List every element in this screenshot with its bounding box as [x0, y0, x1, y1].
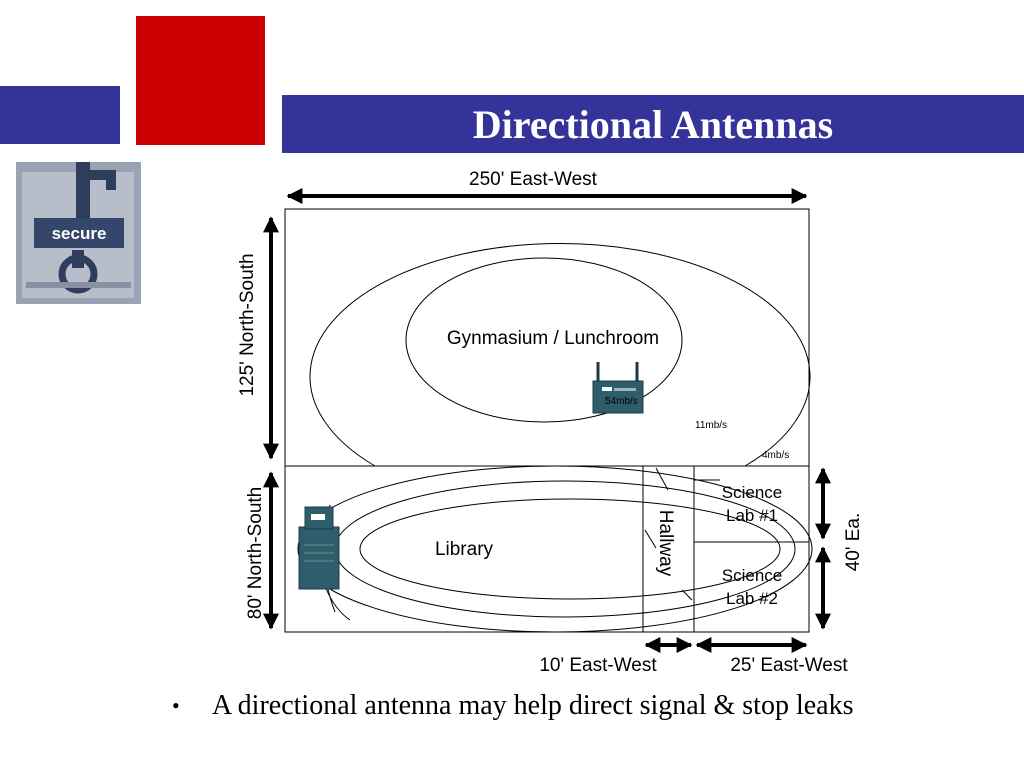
lab2-label-line1: Science	[722, 566, 782, 585]
hallway-label: Hallway	[655, 510, 676, 577]
rate-label-4mb: 4mb/s	[762, 450, 789, 461]
leak-mark-2	[644, 529, 657, 549]
title-band	[282, 95, 1024, 153]
lab1-label-line2: Lab #1	[726, 506, 778, 525]
floor-plan-diagram: 54mb/s Gynmasium / Lunchroom 11mb/s 4mb/…	[237, 169, 864, 676]
bullet-text: A directional antenna may help direct si…	[212, 690, 854, 721]
coverage-ellipse-11mb	[405, 257, 683, 423]
rate-label-54mb: 54mb/s	[605, 396, 638, 407]
leak-mark-3	[681, 589, 693, 601]
leak-mark-1	[655, 467, 669, 491]
key-and-lock-icon	[58, 162, 116, 294]
server-tower-icon	[298, 506, 340, 590]
library-label: Library	[435, 539, 494, 560]
directional-lobe-1	[297, 465, 813, 633]
lab2-label-line2: Lab #2	[726, 589, 778, 608]
directional-lobe-3	[359, 498, 781, 600]
dimension-label-top: 250' East-West	[469, 169, 598, 190]
dimension-label-hallway: 10' East-West	[539, 655, 657, 676]
dimension-label-left-lower: 80' North-South	[245, 487, 266, 619]
rate-label-11mb: 11mb/s	[695, 420, 727, 431]
slide-title: Directional Antennas	[472, 101, 834, 147]
lab1-label-line1: Science	[722, 483, 782, 502]
dimension-label-right: 40' Ea.	[843, 513, 864, 572]
gymnasium-label: Gynmasium / Lunchroom	[447, 328, 659, 349]
secure-logo: secure	[16, 162, 141, 304]
access-point-icon	[592, 362, 644, 414]
logo-text: secure	[52, 224, 107, 243]
title-band-left	[0, 86, 120, 144]
coverage-ellipse-4mb	[309, 243, 811, 467]
bullet-dot-icon: •	[172, 693, 180, 718]
dimension-label-labs: 25' East-West	[730, 655, 848, 676]
bullet-point: • A directional antenna may help direct …	[172, 690, 992, 722]
red-square-decoration	[136, 16, 265, 145]
dimension-label-left-upper: 125' North-South	[237, 253, 258, 396]
